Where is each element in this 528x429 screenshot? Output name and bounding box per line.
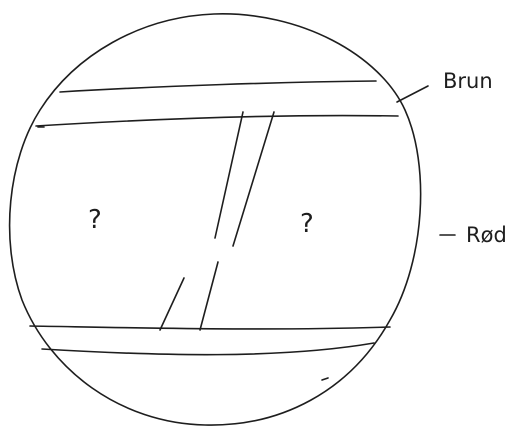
diagonal-strip-left-upper: [215, 112, 243, 238]
leader-line-upper-band: [397, 86, 428, 102]
label-upper-band: Brun: [443, 69, 493, 93]
diagonal-strip-left-lower: [160, 278, 184, 330]
outer-circle: [10, 14, 421, 425]
upper-band-top-line: [60, 81, 376, 92]
right-region-question-mark: ?: [300, 209, 314, 239]
upper-band-bottom-line: [36, 116, 398, 126]
left-region-question-mark: ?: [88, 205, 102, 235]
diagonal-strip-right-lower: [200, 262, 218, 330]
label-right-side: Rød: [466, 223, 507, 247]
lower-band-bottom-line: [42, 343, 374, 355]
lower-band-top-line: [30, 326, 390, 329]
stray-mark-bottom: [322, 378, 328, 380]
